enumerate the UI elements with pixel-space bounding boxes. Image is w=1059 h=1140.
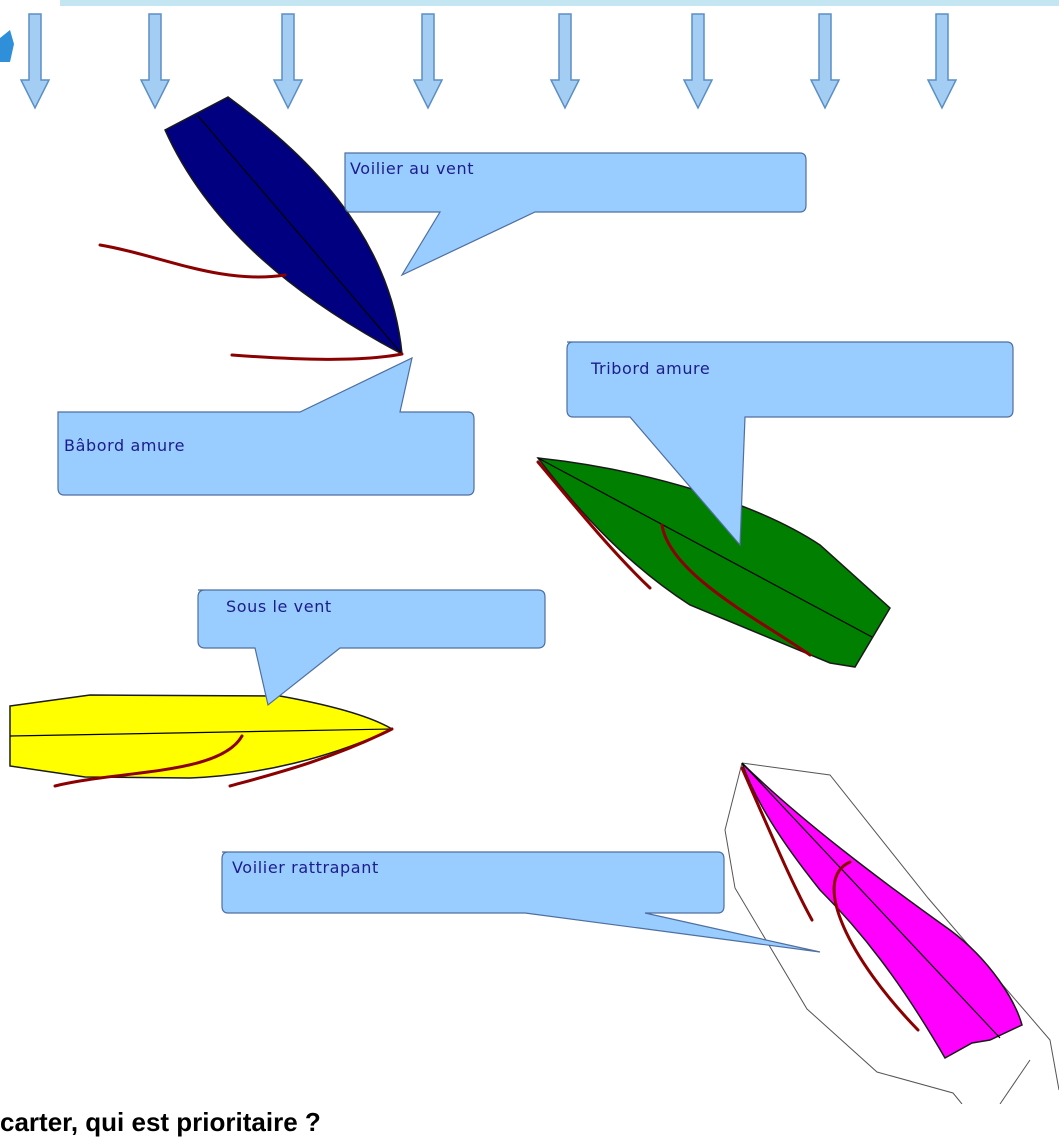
callout-shape-windward [344, 152, 807, 277]
jib-sail-starboard [536, 460, 652, 590]
ghost-outline-left [724, 762, 963, 1104]
label-overtaking: Voilier rattrapant [232, 858, 379, 877]
arrow-down-icon [926, 13, 958, 110]
callout-shape-starboard-tack [566, 341, 1014, 547]
corner-decoration [0, 30, 14, 62]
callout-shape-overtaking [221, 851, 821, 953]
wind-arrows [19, 13, 958, 110]
arrow-down-icon [682, 13, 714, 110]
hull-starboard [536, 457, 891, 668]
boat-leeward [9, 694, 394, 788]
hull-windward [164, 96, 403, 356]
label-leeward: Sous le vent [226, 597, 332, 616]
ghost-outline-right [741, 762, 1059, 1091]
centerline-windward [197, 115, 403, 355]
centerline-starboard [537, 457, 873, 638]
callout-shape-port-tack [57, 356, 475, 496]
boat-windward [98, 96, 404, 361]
boat-starboard [536, 457, 891, 668]
callout-windward: Voilier au vent [344, 152, 807, 277]
main-sail-leeward [53, 734, 244, 788]
hull-leeward [9, 694, 394, 779]
callout-shape-leeward [197, 589, 546, 707]
question-text: carter, qui est prioritaire ? [0, 1107, 321, 1137]
arrow-down-icon [412, 13, 444, 110]
ghost-outline-stern [999, 1059, 1031, 1104]
arrow-down-icon [139, 13, 171, 110]
main-sail-windward [230, 352, 404, 361]
centerline-leeward [9, 728, 393, 737]
main-sail-starboard [660, 523, 812, 657]
label-port-tack: Bâbord amure [64, 436, 185, 455]
callout-leeward: Sous le vent [197, 589, 546, 707]
callout-overtaking: Voilier rattrapant [221, 851, 821, 953]
jib-sail-overtaking [740, 766, 814, 922]
centerline-overtaking [741, 762, 1001, 1039]
label-windward: Voilier au vent [350, 159, 474, 178]
main-sail-overtaking [832, 860, 920, 1032]
jib-sail-leeward [228, 727, 394, 788]
jib-sail-windward [98, 243, 287, 279]
label-starboard-tack: Tribord amure [590, 359, 710, 378]
callout-starboard-tack: Tribord amure [566, 341, 1014, 547]
diagram-canvas: Voilier au vent Bâbord amure Tribord amu… [0, 0, 1059, 1104]
callout-port-tack: Bâbord amure [57, 356, 475, 496]
arrow-down-icon [809, 13, 841, 110]
arrow-down-icon [19, 13, 51, 110]
boat-overtaking [724, 762, 1059, 1104]
arrow-down-icon [272, 13, 304, 110]
arrow-down-icon [549, 13, 581, 110]
